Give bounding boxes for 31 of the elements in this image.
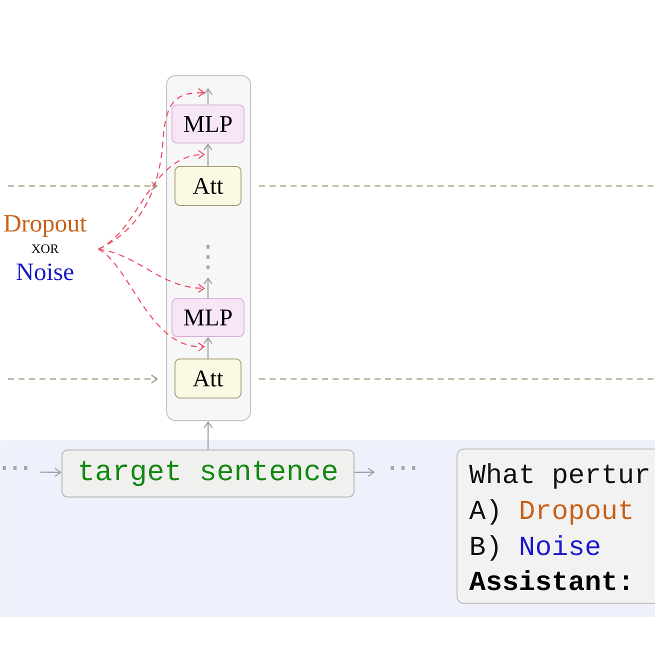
arrow [204, 144, 212, 166]
curved-arrow [98, 150, 205, 250]
arrow [40, 468, 62, 477]
option-text: Noise [520, 535, 600, 556]
dashed-arrow [8, 374, 158, 384]
option-letter: A) [469, 499, 498, 525]
arrow [204, 421, 213, 450]
option-text: Dropout [520, 500, 632, 525]
dashed-arrow [8, 182, 158, 190]
layer-box: Att [174, 358, 242, 398]
arrow [204, 277, 212, 298]
layer-box: MLP [172, 104, 244, 144]
curved-arrow [98, 248, 205, 352]
dashed-line [259, 185, 655, 187]
dashed-line [259, 378, 655, 380]
perturbation-label: Noise [16, 263, 74, 280]
ellipsis: ⋯ [2, 466, 28, 470]
ellipsis: ⋯ [390, 466, 416, 470]
operator-label: XOR [32, 244, 59, 254]
layer-box: Att [174, 166, 242, 206]
question-text: What pertur [469, 463, 648, 489]
perturbation-label: Dropout [4, 215, 87, 237]
option-letter: B) [471, 535, 498, 561]
role-label: Assistant: [469, 570, 628, 590]
arrow [204, 88, 212, 104]
layer-box: MLP [172, 298, 244, 337]
arrow [354, 468, 375, 477]
ellipsis: ⋮ [206, 244, 210, 270]
token-box: target sentence [62, 450, 354, 498]
arrow [204, 337, 212, 358]
curved-arrow [98, 248, 205, 293]
